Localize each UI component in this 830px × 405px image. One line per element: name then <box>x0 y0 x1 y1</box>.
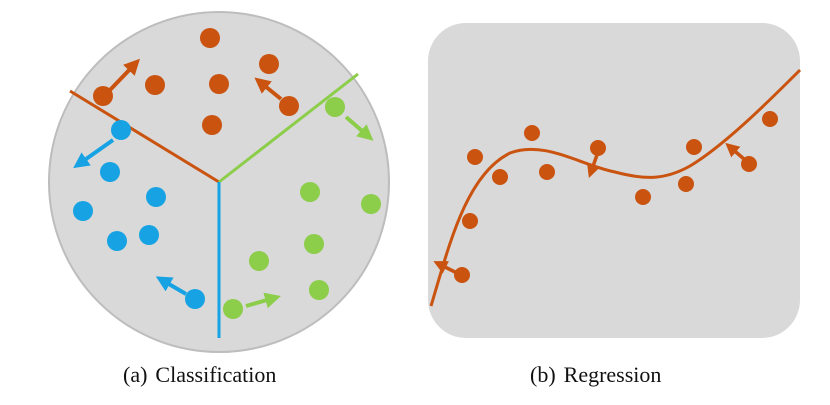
regression-background <box>428 23 800 338</box>
regression-arrow <box>433 261 456 274</box>
blue-point <box>107 231 127 251</box>
blue-arrow <box>73 138 115 169</box>
orange-point <box>93 86 113 106</box>
green-point <box>325 97 345 117</box>
regression-point <box>686 139 702 155</box>
regression-curve <box>429 68 802 307</box>
orange-arrow <box>254 77 283 101</box>
regression-point <box>762 111 778 127</box>
orange-point <box>279 96 299 116</box>
blue-point <box>73 201 93 221</box>
green-point <box>361 194 381 214</box>
blue-class-points <box>73 120 205 309</box>
orange-arrow <box>108 58 140 92</box>
green-point <box>300 182 320 202</box>
orange-point <box>209 74 229 94</box>
caption-regression: (b) Regression <box>530 362 661 388</box>
orange-class-points <box>93 28 299 135</box>
green-arrow <box>245 292 281 309</box>
green-point <box>223 299 243 319</box>
blue-point <box>146 187 166 207</box>
blue-point <box>100 162 120 182</box>
orange-point <box>200 28 220 48</box>
regression-point <box>454 267 470 283</box>
blue-point <box>139 225 159 245</box>
blue-point <box>111 120 131 140</box>
regression-point <box>678 176 694 192</box>
orange-point <box>145 75 165 95</box>
caption-label-regression: Regression <box>563 362 662 387</box>
regression-arrow <box>586 151 601 178</box>
green-point <box>309 280 329 300</box>
regression-point <box>492 169 508 185</box>
green-class-points <box>223 97 381 319</box>
caption-tag-a: (a) <box>123 362 148 387</box>
regression-point <box>590 140 606 156</box>
green-point <box>304 234 324 254</box>
blue-point <box>185 289 205 309</box>
caption-label-classification: Classification <box>155 362 277 387</box>
regression-point <box>467 149 483 165</box>
boundary-orange-blue <box>69 89 220 184</box>
regression-point <box>635 189 651 205</box>
regression-points <box>454 111 778 283</box>
regression-panel <box>428 23 802 338</box>
regression-point <box>539 164 555 180</box>
green-point <box>249 251 269 271</box>
orange-point <box>202 115 222 135</box>
orange-point <box>259 54 279 74</box>
caption-classification: (a) Classification <box>123 362 276 388</box>
green-arrow <box>344 115 374 141</box>
regression-point <box>524 125 540 141</box>
boundary-orange-green <box>218 72 359 184</box>
regression-point <box>741 156 757 172</box>
classification-panel <box>48 11 390 353</box>
regression-point <box>462 213 478 229</box>
blue-arrow <box>155 276 188 296</box>
caption-tag-b: (b) <box>530 362 556 387</box>
regression-arrow <box>725 142 746 161</box>
